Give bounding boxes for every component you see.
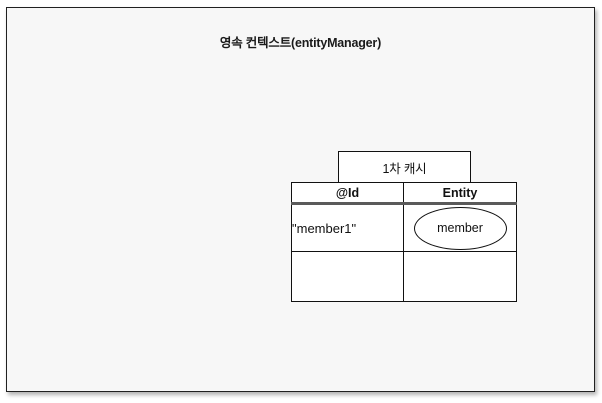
cell-id-value: "member1" <box>291 203 404 252</box>
first-level-cache-table: @Id Entity "member1" member <box>291 182 517 302</box>
cache-table-header: @Id Entity <box>291 182 517 205</box>
persistence-context-frame: 영속 컨텍스트(entityManager) 1차 캐시 @Id Entity … <box>6 7 595 392</box>
cache-table-body: "member1" member <box>291 203 517 302</box>
first-level-cache-tab-label: 1차 캐시 <box>338 151 471 182</box>
table-row <box>291 251 517 302</box>
table-row: "member1" member <box>291 203 517 252</box>
table-header-row: @Id Entity <box>291 182 517 205</box>
column-header-entity: Entity <box>403 182 517 205</box>
cell-entity-value-empty <box>403 251 517 302</box>
persistence-context-title: 영속 컨텍스트(entityManager) <box>219 36 382 50</box>
cell-id-value-empty <box>291 251 404 302</box>
cell-entity-value: member <box>403 203 517 252</box>
entity-ellipse-node: member <box>413 206 507 250</box>
column-header-id: @Id <box>291 182 404 205</box>
